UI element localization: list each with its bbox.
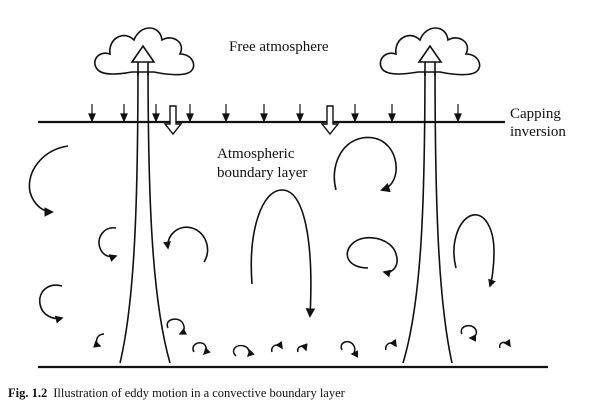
inversion-label: inversion (510, 124, 566, 140)
eddy-large (28, 145, 69, 217)
eddy-medium (453, 214, 496, 288)
figure-caption: Fig. 1.2 Illustration of eddy motion in a… (8, 386, 345, 401)
figure-number: Fig. 1.2 (8, 386, 48, 400)
subsidence-arrow (88, 104, 96, 123)
abl-label-line2: boundary layer (217, 165, 307, 181)
eddy-large (333, 136, 397, 193)
subsidence-arrow (296, 104, 304, 123)
eddy-medium (98, 227, 118, 262)
entrainment-arrow (320, 105, 340, 136)
subsidence-arrow (388, 104, 396, 123)
capping-label: Capping (510, 106, 561, 122)
eddy-small (460, 324, 478, 342)
eddy-small (192, 341, 211, 356)
eddy-medium (163, 226, 209, 263)
abl-label-line1: Atmospheric (217, 146, 295, 162)
small-eddies (93, 318, 511, 358)
eddy-small (296, 343, 308, 353)
subsidence-arrow (260, 104, 268, 123)
eddies (28, 136, 496, 324)
figure-caption-text: Illustration of eddy motion in a convect… (53, 386, 345, 400)
subsidence-arrow (454, 104, 462, 123)
eddy-tall (250, 189, 316, 318)
eddy-small (166, 318, 188, 335)
subsidence-arrow (351, 104, 359, 123)
eddy-small (340, 340, 359, 358)
eddy-small (93, 333, 105, 348)
eddy-small (232, 344, 255, 358)
subsidence-arrow (120, 104, 128, 123)
eddy-small (270, 340, 283, 353)
eddy-small (498, 338, 511, 349)
eddy-medium (346, 236, 398, 278)
eddy-medium (38, 284, 64, 324)
updraft-arrowhead-right (417, 44, 443, 63)
thermal-plume-left (119, 44, 171, 364)
subsidence-arrow (186, 104, 194, 123)
subsidence-arrow (222, 104, 230, 123)
subsidence-arrows (88, 104, 462, 123)
updraft-arrowhead-left (130, 44, 156, 63)
free-atmosphere-label: Free atmosphere (229, 39, 329, 55)
thermal-plume-right (402, 59, 453, 364)
entrainment-arrow (163, 105, 183, 136)
eddy-small (384, 338, 397, 351)
subsidence-arrow (152, 104, 160, 123)
